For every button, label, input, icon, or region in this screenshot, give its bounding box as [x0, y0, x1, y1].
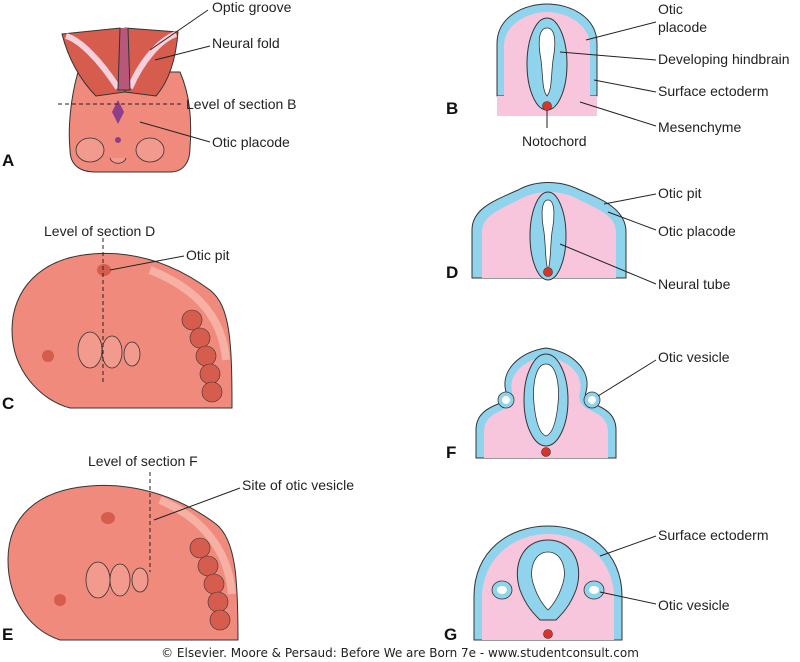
panel-letter-f: F: [446, 443, 456, 462]
label-level-section-f: Level of section F: [88, 453, 198, 469]
panel-letter-a: A: [2, 151, 14, 170]
leader-site-otic-vesicle: [153, 487, 241, 521]
leader-otic-placode-a: [139, 121, 211, 143]
leader-otic-placode-b: [585, 21, 657, 41]
leader-surface-ectoderm-b: [593, 79, 657, 93]
leader-otic-vesicle-f: [597, 359, 657, 397]
panel-letter-d: D: [446, 263, 458, 282]
panel-a-illustration: [61, 27, 192, 173]
label-otic-placode-d: Otic placode: [658, 223, 736, 239]
label-level-section-d: Level of section D: [44, 223, 155, 239]
panel-letter-g: G: [444, 625, 457, 644]
panel-f-illustration: [475, 347, 617, 459]
leader-optic-groove: [149, 9, 209, 51]
leader-otic-placode-d: [607, 211, 657, 231]
label-notochord: Notochord: [522, 133, 587, 149]
label-otic-pit-d: Otic pit: [658, 185, 702, 201]
leader-otic-vesicle-g: [599, 591, 657, 605]
leader-developing-hindbrain: [559, 51, 657, 61]
label-surface-ectoderm-g: Surface ectoderm: [658, 527, 769, 543]
panel-e-illustration: [7, 484, 239, 641]
label-surface-ectoderm-b: Surface ectoderm: [658, 83, 769, 99]
leader-neural-fold: [154, 45, 211, 61]
leader-otic-pit-d: [603, 193, 657, 205]
label-developing-hindbrain: Developing hindbrain: [658, 51, 790, 67]
leader-otic-pit-c: [109, 255, 185, 271]
label-otic-vesicle-g: Otic vesicle: [658, 597, 730, 613]
leader-surface-ectoderm-g: [599, 535, 657, 557]
panel-d-illustration: [471, 182, 627, 281]
label-otic-vesicle-f: Otic vesicle: [658, 349, 730, 365]
label-level-section-b: Level of section B: [186, 96, 297, 112]
label-otic-placode-b-line1: Otic: [658, 1, 683, 17]
label-otic-placode-a: Otic placode: [212, 134, 290, 150]
panel-c-illustration: [11, 252, 233, 409]
leader-mesenchyme: [579, 101, 657, 127]
label-mesenchyme: Mesenchyme: [658, 119, 741, 135]
label-otic-placode-b-line2: placode: [658, 19, 707, 35]
panel-b-illustration: [496, 3, 598, 116]
leader-neural-tube: [559, 243, 657, 285]
panel-letter-b: B: [446, 99, 458, 118]
label-site-otic-vesicle: Site of otic vesicle: [242, 477, 354, 493]
panel-letter-e: E: [2, 625, 13, 644]
label-optic-groove: Optic groove: [212, 0, 292, 15]
label-neural-tube: Neural tube: [658, 276, 731, 292]
panel-letter-c: C: [2, 394, 14, 413]
copyright-credit: © Elsevier. Moore & Persaud: Before We a…: [161, 646, 639, 660]
label-neural-fold: Neural fold: [212, 35, 280, 51]
panel-g-illustration: [473, 525, 623, 641]
label-otic-pit-c: Otic pit: [186, 247, 230, 263]
